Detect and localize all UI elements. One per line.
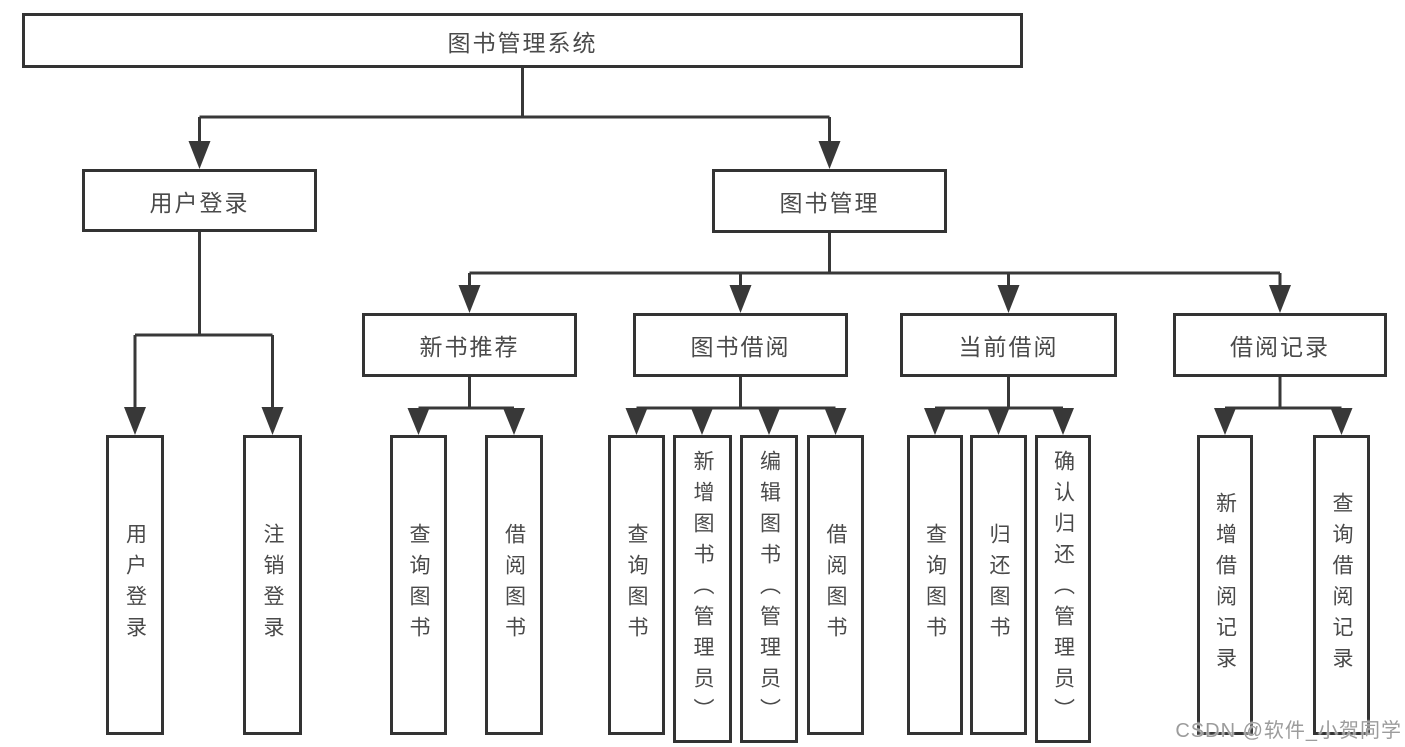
- node-current-borrowing: 当前借阅: [900, 313, 1117, 377]
- connector-userlogin-group: [133, 232, 274, 409]
- leaf-query-borrow-record-label: 查询借阅记录: [1330, 492, 1353, 678]
- leaf-user-login-label: 用户登录: [123, 523, 147, 647]
- connector-newbooks-group: [418, 377, 514, 410]
- leaf-borrow-books: 借阅图书: [807, 435, 864, 735]
- arrowheads-level2: [188, 141, 841, 169]
- leaf-query-borrow-record: 查询借阅记录: [1313, 435, 1370, 735]
- leaf-borrow-books-recommend: 借阅图书: [485, 435, 543, 735]
- leaf-return-books: 归还图书: [970, 435, 1027, 735]
- leaf-query-books-current-label: 查询图书: [923, 523, 947, 647]
- leaf-confirm-return-admin-label: 确认归还（管理员）: [1051, 449, 1075, 729]
- leaf-query-books-recommend-label: 查询图书: [407, 523, 430, 647]
- node-book-borrowing: 图书借阅: [633, 313, 848, 377]
- node-book-borrowing-label: 图书借阅: [690, 334, 791, 360]
- connector-records-group: [1225, 377, 1342, 410]
- node-borrow-records: 借阅记录: [1173, 313, 1387, 377]
- connector-current-group: [935, 377, 1063, 410]
- leaf-confirm-return-admin: 确认归还（管理员）: [1035, 435, 1091, 743]
- leaf-return-books-label: 归还图书: [987, 523, 1010, 647]
- leaf-query-books-borrowing-label: 查询图书: [625, 523, 648, 647]
- arrowheads-level3: [458, 285, 1291, 313]
- leaf-add-borrow-record: 新增借阅记录: [1197, 435, 1253, 735]
- leaf-user-login: 用户登录: [106, 435, 164, 735]
- connector-root-to-level2: [198, 68, 831, 143]
- leaf-add-books-admin-label: 新增图书（管理员）: [691, 449, 714, 729]
- leaf-logout-label: 注销登录: [261, 523, 284, 647]
- leaf-edit-books-admin: 编辑图书（管理员）: [740, 435, 798, 743]
- connector-borrow-group: [636, 377, 836, 410]
- node-new-book-recommend: 新书推荐: [362, 313, 577, 377]
- node-user-login: 用户登录: [82, 169, 317, 232]
- leaf-borrow-books-label: 借阅图书: [824, 523, 847, 647]
- leaf-add-borrow-record-label: 新增借阅记录: [1213, 492, 1237, 678]
- leaf-logout: 注销登录: [243, 435, 302, 735]
- node-library-system-label: 图书管理系统: [447, 29, 598, 56]
- node-library-system: 图书管理系统: [22, 13, 1023, 68]
- node-new-book-recommend-label: 新书推荐: [419, 334, 520, 360]
- node-book-management-label: 图书管理: [779, 190, 880, 216]
- leaf-edit-books-admin-label: 编辑图书（管理员）: [757, 449, 781, 729]
- arrowheads-leaves: [124, 407, 1353, 435]
- leaf-query-books-borrowing: 查询图书: [608, 435, 665, 735]
- leaf-borrow-books-recommend-label: 借阅图书: [502, 523, 526, 647]
- node-user-login-label: 用户登录: [149, 189, 250, 216]
- leaf-query-books-recommend: 查询图书: [390, 435, 447, 735]
- node-book-management: 图书管理: [712, 169, 947, 233]
- node-current-borrowing-label: 当前借阅: [958, 334, 1059, 360]
- node-borrow-records-label: 借阅记录: [1230, 334, 1330, 360]
- csdn-watermark: CSDN @软件_小贺同学: [1175, 720, 1402, 742]
- leaf-query-books-current: 查询图书: [907, 435, 963, 735]
- leaf-add-books-admin: 新增图书（管理员）: [673, 435, 732, 743]
- connector-bookmgmt-to-level3: [468, 233, 1282, 287]
